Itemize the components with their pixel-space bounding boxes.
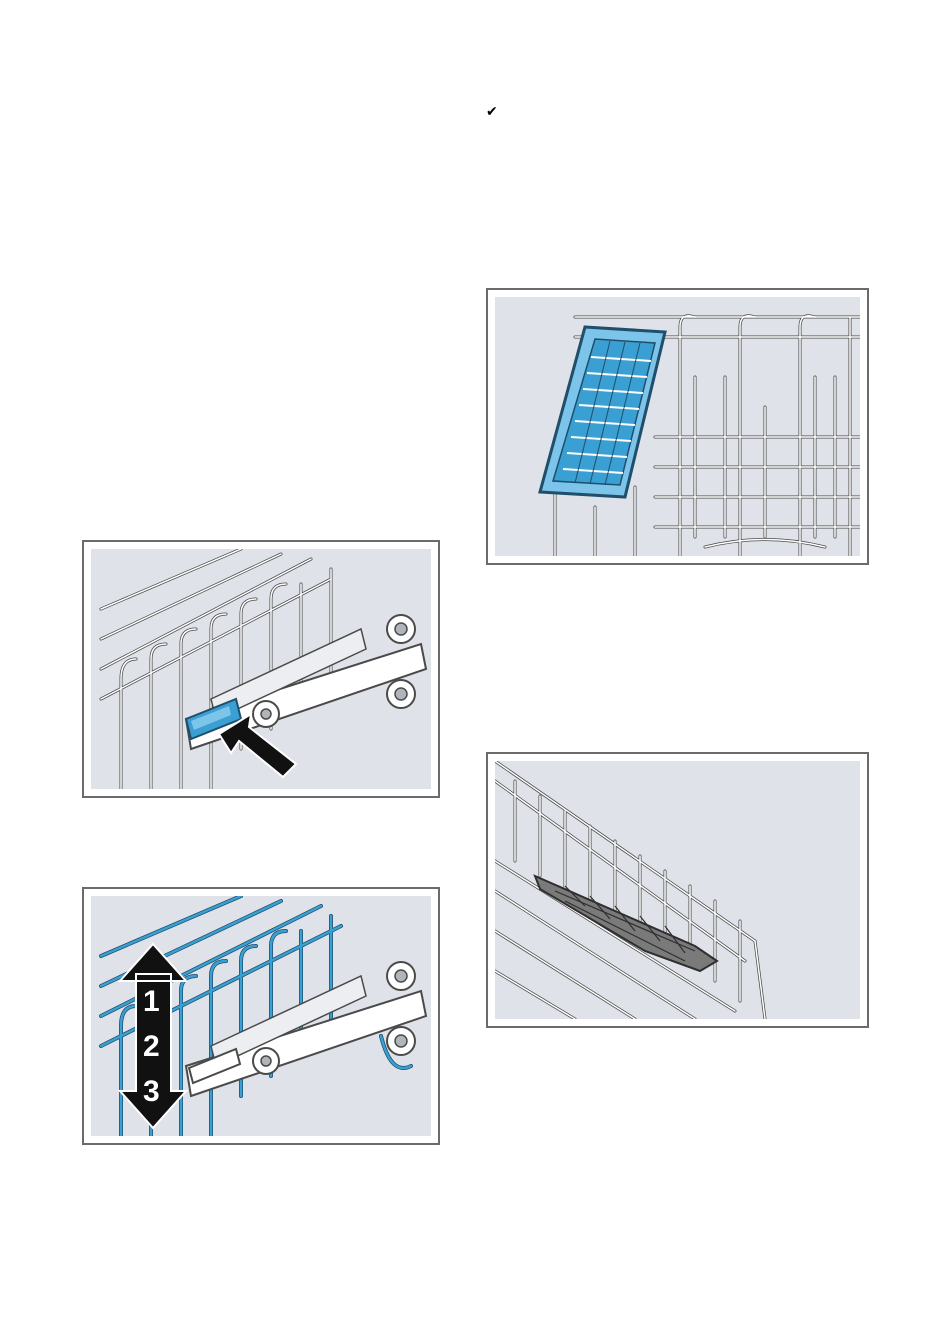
- folding-rows-illustration: [495, 761, 860, 1019]
- step-label-2: 2: [143, 1030, 160, 1063]
- cutlery-basket-illustration: [495, 297, 860, 556]
- release-lever-illustration: [91, 549, 431, 789]
- figure-cutlery-basket: [486, 288, 869, 565]
- step-label-1: 1: [143, 985, 160, 1018]
- figure-release-lever: [82, 540, 440, 798]
- figure-folding-rows: [486, 752, 869, 1028]
- figure-height-adjustment: 1 2 3: [82, 887, 440, 1145]
- step-label-3: 3: [143, 1075, 160, 1108]
- height-adjustment-illustration: 1 2 3: [91, 896, 431, 1136]
- check-mark-icon: ✔: [486, 104, 500, 120]
